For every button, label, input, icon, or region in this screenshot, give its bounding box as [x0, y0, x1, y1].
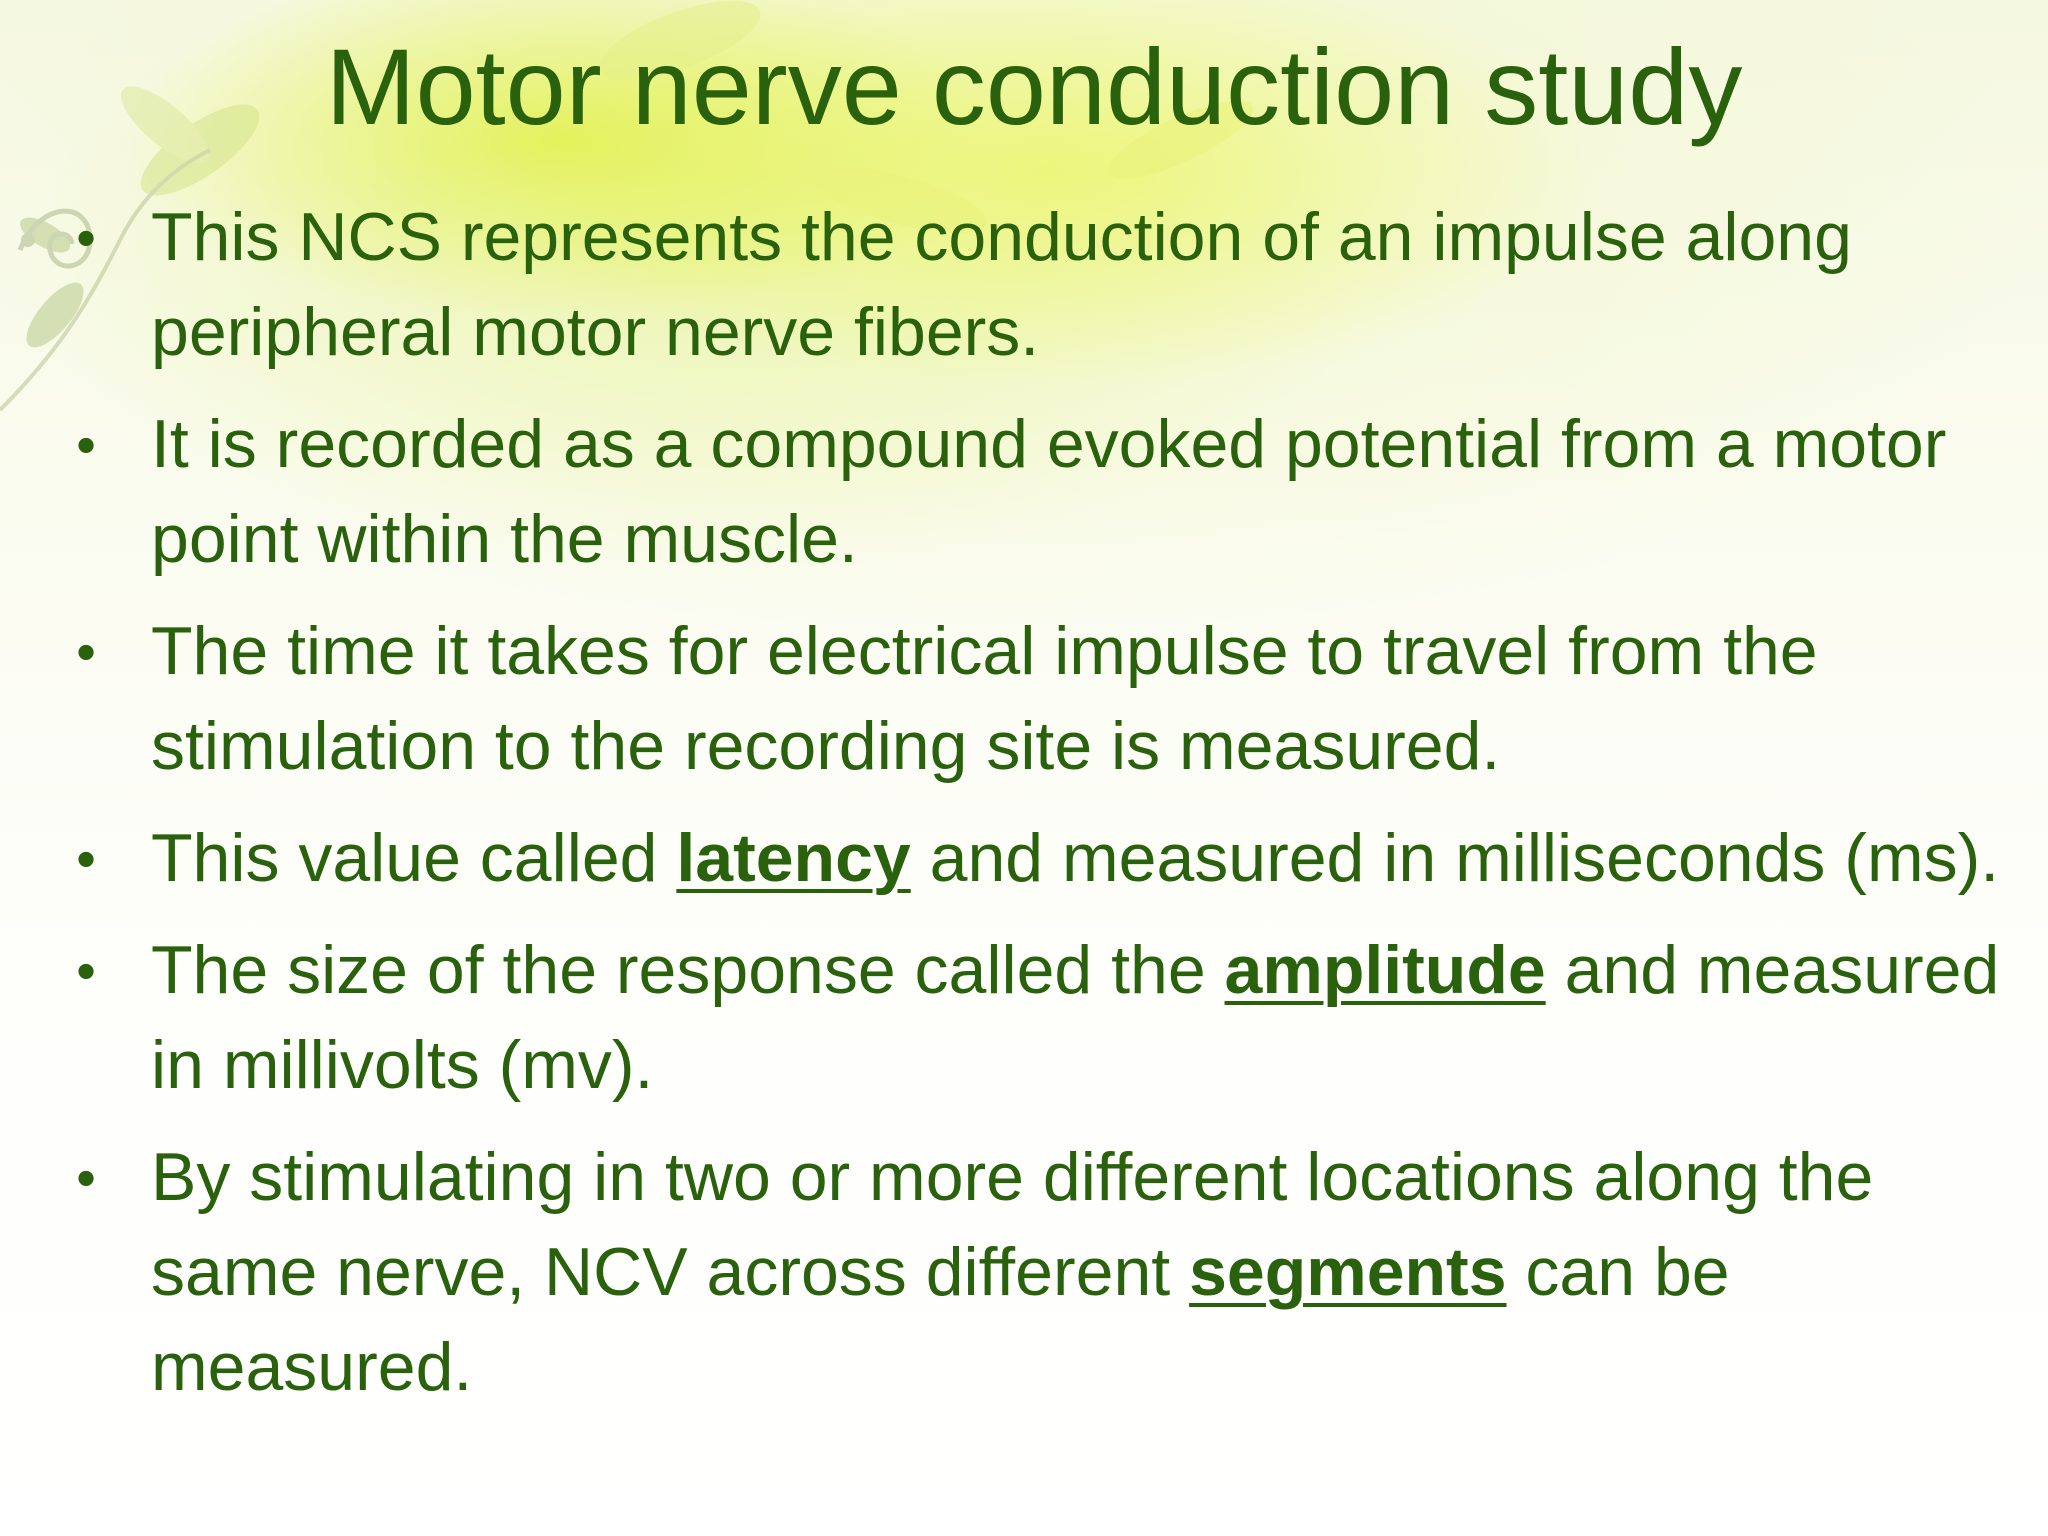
bullet-text-segment: and measured in millivolts (mv). [151, 932, 2000, 1103]
key-term: amplitude [1224, 932, 1546, 1008]
bullet-item: • It is recorded as a compound evoked pot… [68, 397, 2003, 587]
bullet-text-segment: The size of the response called the [151, 932, 1225, 1008]
slide-title: Motor nerve conduction study [325, 26, 1743, 147]
bullet-text-segment: can be measured. [151, 1234, 1730, 1405]
bullet-marker: • [76, 1146, 96, 1209]
bullet-text: The size of the response called the ampl… [151, 932, 1999, 1103]
bullet-marker: • [76, 413, 96, 476]
bullet-text: The time it takes for electrical impulse… [151, 613, 1818, 784]
bullet-marker: • [76, 620, 96, 683]
bullet-text: This NCS represents the conduction of an… [151, 199, 1852, 370]
vine-dot [21, 233, 35, 247]
bullet-text: This value called latency and measured i… [151, 820, 1999, 896]
key-term: latency [676, 820, 911, 896]
bullet-text-segment: and measured in milliseconds (ms). [910, 820, 2000, 896]
bullet-marker: • [76, 827, 96, 890]
bullet-text: It is recorded as a compound evoked pote… [151, 406, 1946, 577]
bullet-item: • This NCS represents the conduction of a… [68, 190, 2003, 380]
leaf-shape [20, 217, 70, 253]
bullet-item: • By stimulating in two or more differen… [68, 1130, 2003, 1415]
bullet-text-segment: The time it takes for electrical impulse… [151, 613, 1818, 784]
bullet-text-segment: It is recorded as a compound evoked pote… [151, 406, 1947, 577]
bullet-text: By stimulating in two or more different … [151, 1139, 1873, 1405]
bullet-text-segment: By stimulating in two or more different … [151, 1139, 1874, 1310]
bullet-item: • The size of the response called the amp… [68, 923, 2003, 1113]
bullet-item: • This value called latency and measured … [68, 811, 2003, 906]
bullet-list: • This NCS represents the conduction of a… [68, 190, 2003, 1432]
bullet-item: • The time it takes for electrical impuls… [68, 604, 2003, 794]
bullet-text-segment: This value called [151, 820, 677, 896]
key-term: segments [1189, 1234, 1507, 1310]
bullet-marker: • [76, 206, 96, 269]
bullet-marker: • [76, 939, 96, 1002]
bullet-text-segment: This NCS represents the conduction of an… [151, 199, 1852, 370]
